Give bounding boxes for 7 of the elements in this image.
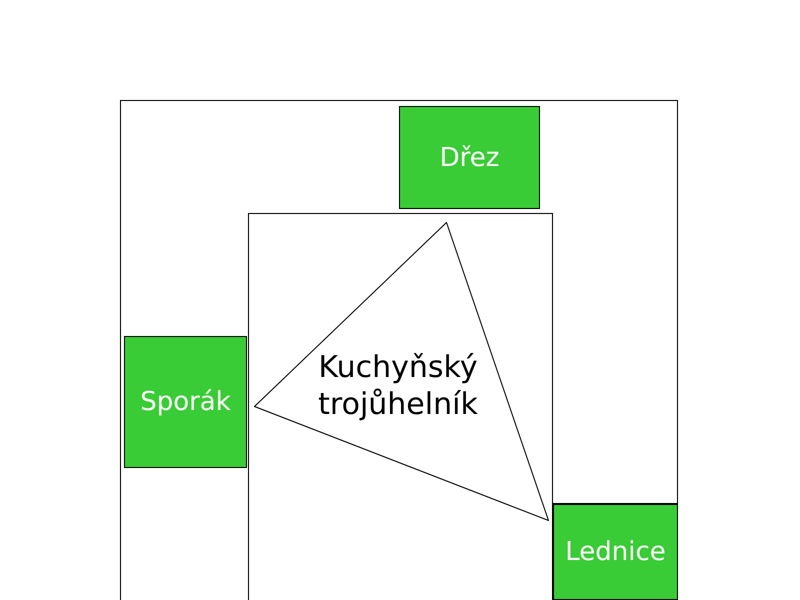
fridge-block bbox=[553, 503, 678, 600]
sink-block bbox=[399, 106, 540, 209]
stove-block bbox=[124, 336, 247, 468]
appliance-label: Sporák bbox=[140, 386, 231, 418]
appliance-label: Dřez bbox=[440, 142, 500, 174]
triangle-label: Kuchyňský trojůhelník bbox=[317, 349, 479, 423]
appliance-label: Lednice bbox=[565, 536, 666, 568]
